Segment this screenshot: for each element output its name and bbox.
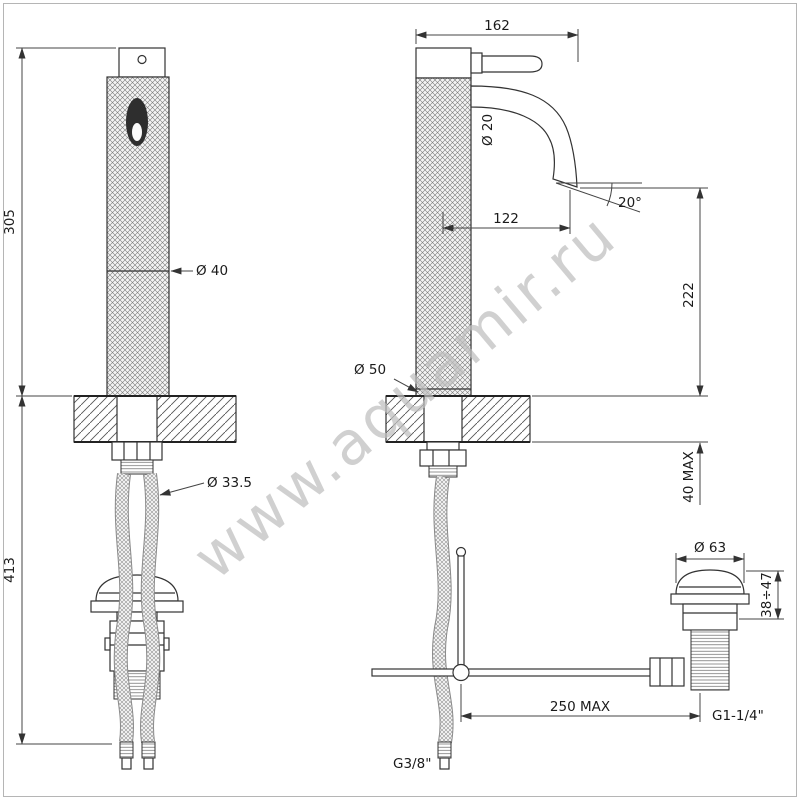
faucet-side: [415, 47, 578, 397]
handle-opening: [126, 98, 148, 146]
deck-side: [385, 395, 531, 443]
dim-base-diameter: Ø 50: [354, 362, 419, 393]
handle-cap-front: [118, 47, 166, 78]
waste-dome-front: [95, 574, 179, 602]
dim-label-d40: Ø 40: [196, 263, 228, 279]
rod-knob: [455, 546, 467, 558]
dim-label-38-47: 38÷47: [759, 572, 775, 618]
dim-spout-reach: 122: [442, 190, 571, 234]
mounting-nut-front: [111, 441, 163, 475]
dim-label-d20: Ø 20: [480, 114, 496, 146]
hose-side: [433, 476, 453, 744]
dim-waste-height-range: 38÷47: [739, 570, 784, 620]
dim-label-d33-5: Ø 33.5: [207, 475, 252, 491]
faucet-front: [106, 47, 170, 397]
dim-front-height-below-deck: 413: [2, 395, 112, 745]
dim-spout-angle: 20°: [555, 182, 642, 213]
deck-front: [73, 395, 237, 443]
side-view: 162 Ø 20 20° 122: [354, 18, 784, 772]
handle-lever-highlight: [132, 123, 142, 141]
waste-body-side: [682, 603, 738, 631]
hose-right: [141, 473, 160, 743]
rod-pivot-ball: [452, 663, 470, 682]
pivot-nut: [649, 657, 685, 687]
hose-left: [114, 473, 133, 743]
dim-waste-cap-diameter: Ø 63: [675, 540, 745, 583]
dim-front-body-diameter: Ø 40: [170, 263, 228, 279]
dim-label-g114: G1-1/4": [712, 708, 764, 724]
dim-label-20deg: 20°: [618, 195, 642, 211]
pop-up-waste-side: [649, 569, 750, 691]
faucet-shank-front: [116, 395, 158, 443]
dim-spout-height-and-deck: 222 40 MAX: [532, 187, 708, 505]
lever-side: [481, 55, 543, 73]
dim-rod-reach: 250 MAX: [460, 684, 701, 722]
dim-label-413: 413: [2, 557, 18, 583]
dim-label-d50: Ø 50: [354, 362, 386, 378]
knurled-body-side: [415, 77, 472, 397]
faucet-shank-side: [423, 395, 463, 443]
front-view: 305 413 Ø 40: [2, 47, 252, 770]
dim-label-250max: 250 MAX: [550, 699, 610, 715]
horizontal-rod: [371, 668, 663, 677]
handle-cap-side: [415, 47, 472, 79]
dim-label-122: 122: [493, 211, 519, 227]
dim-label-g38: G3/8": [393, 756, 431, 772]
dim-label-222: 222: [681, 282, 697, 308]
dim-label-d63: Ø 63: [694, 540, 726, 556]
dim-label-305: 305: [2, 209, 18, 235]
supply-hose-side: [432, 475, 454, 770]
waste-flange-front: [90, 600, 184, 613]
waste-dome-side: [675, 569, 745, 595]
waste-tail-side: [690, 629, 730, 691]
dim-side-overall-depth: 162: [415, 18, 579, 62]
dim-front-hose-diameter: Ø 33.5: [159, 475, 252, 496]
pop-up-rod-linkage: [371, 546, 663, 682]
vertical-rod: [457, 555, 465, 673]
dim-front-height-above-deck: 305: [2, 47, 116, 397]
lever-joint: [470, 52, 483, 74]
waste-flange-side: [670, 593, 750, 605]
supply-hoses-front: [113, 473, 161, 770]
dim-label-40max: 40 MAX: [681, 451, 697, 503]
dim-label-162: 162: [484, 18, 510, 34]
handle-pin-hole: [137, 54, 147, 65]
